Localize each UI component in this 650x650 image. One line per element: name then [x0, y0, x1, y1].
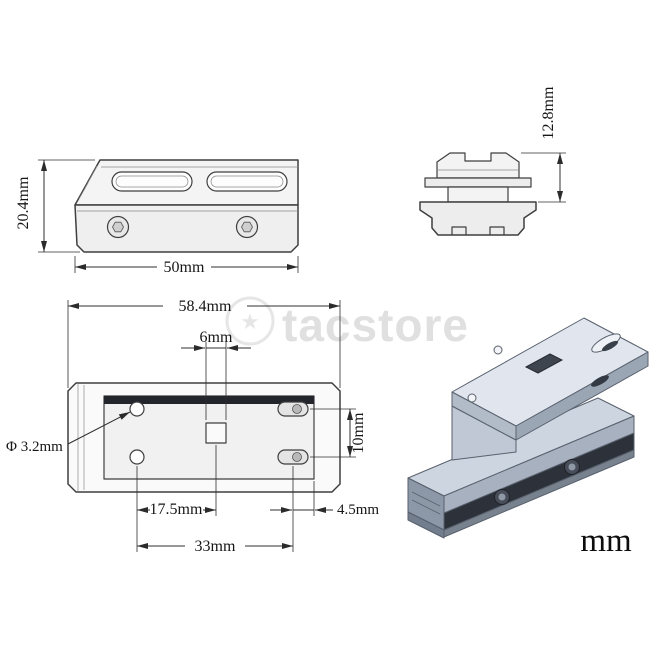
iso-rail-bottom-flange	[443, 449, 635, 538]
watermark-logo-circle	[225, 296, 275, 346]
dim-top-overall-width-label: 58.4mm	[179, 298, 232, 315]
side-view: 20.4mm 50mm	[15, 159, 299, 276]
front-view: 12.8mm	[419, 86, 566, 236]
iso-hole-small-top	[493, 345, 503, 355]
front-view-neck	[447, 186, 509, 203]
side-view-slot-left	[111, 171, 193, 192]
dim-side-width-label: 50mm	[164, 259, 205, 276]
dim-top-hole-to-slot-label: 33mm	[195, 538, 236, 555]
side-view-slot-right	[206, 171, 288, 192]
top-view-hole-lower	[129, 449, 145, 465]
top-view-slot-lower	[277, 449, 309, 465]
top-view-center-square	[205, 422, 227, 444]
iso-screw-right	[564, 459, 580, 475]
side-view-screw-left	[106, 215, 130, 239]
dim-top-slot-spacing-label: 10mm	[350, 412, 367, 453]
side-view-rail-base	[74, 204, 299, 253]
unit-label: mm	[580, 523, 632, 559]
iso-plate-slot-hole	[601, 340, 619, 352]
side-view-screw-right	[235, 215, 259, 239]
dim-top-slot-to-edge-label: 4.5mm	[337, 502, 379, 518]
watermark-logo-star-icon: ★	[240, 309, 260, 334]
front-view-rail-base	[419, 201, 537, 236]
top-view-rubber-strip	[104, 396, 314, 404]
front-view-flange	[424, 177, 532, 188]
iso-center-square	[524, 353, 564, 374]
hole-leader-line	[67, 411, 131, 445]
top-view-slot-upper	[277, 401, 309, 417]
front-view-clamp-top	[436, 152, 520, 179]
iso-rail-end-flange	[407, 511, 445, 539]
isometric-view	[407, 317, 649, 539]
iso-screw-left	[494, 489, 510, 505]
dim-top-hole-to-center-label: 17.5mm	[150, 501, 203, 518]
top-view: 58.4mm 6mm Φ 3.2mm 10mm 17.5mm 4.5mm	[6, 298, 379, 555]
iso-hole-small-left	[467, 393, 477, 403]
watermark: ★ tacstore	[225, 296, 469, 351]
dim-top-square-label: 6mm	[200, 329, 233, 346]
dim-side-height-label: 20.4mm	[15, 176, 32, 229]
watermark-text: tacstore	[282, 299, 469, 351]
iso-edge-slot-hole	[591, 375, 609, 387]
dim-front-height-label: 12.8mm	[540, 86, 557, 139]
top-view-hole-upper	[129, 401, 145, 417]
front-view-bottom-notches	[451, 226, 505, 235]
dim-top-hole-label: Φ 3.2mm	[6, 439, 63, 455]
